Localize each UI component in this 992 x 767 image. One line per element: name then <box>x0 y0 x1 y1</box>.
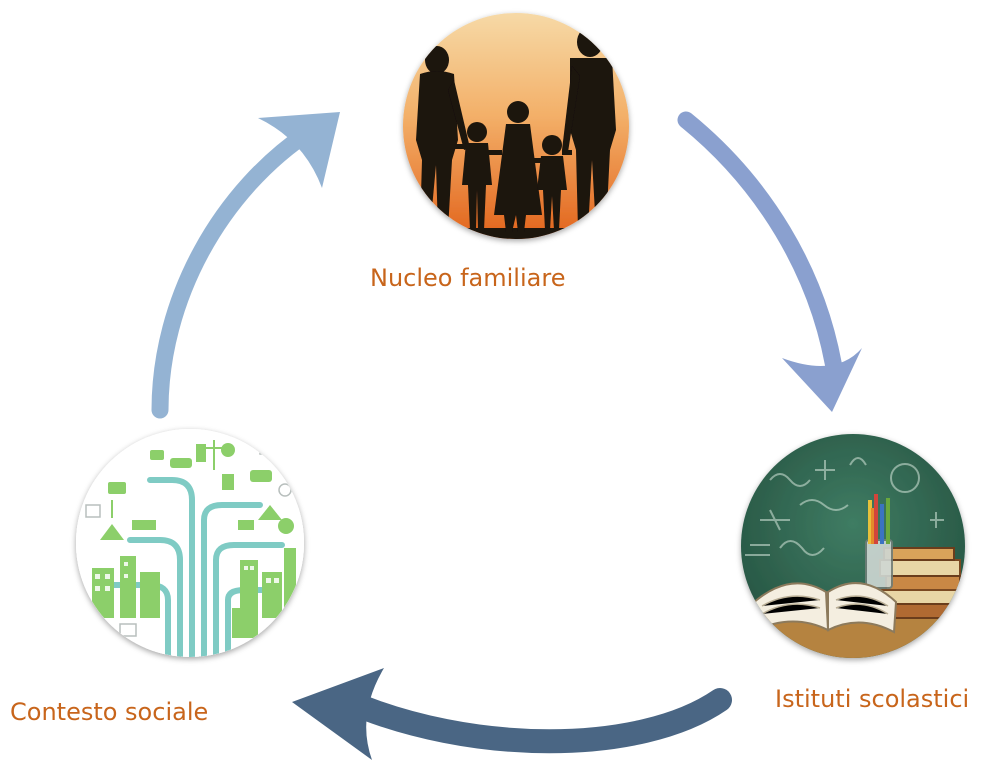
node-label-school: Istituti scolastici <box>775 685 970 713</box>
school-node-image <box>741 434 965 658</box>
arrow-society-to-family <box>151 112 340 419</box>
node-label-society: Contesto sociale <box>10 698 209 726</box>
arrow-school-to-society <box>292 668 732 760</box>
family-node-image <box>403 13 629 239</box>
node-label-family: Nucleo familiare <box>370 264 566 292</box>
society-node-image <box>76 429 304 657</box>
arrow-family-to-school <box>677 111 862 412</box>
